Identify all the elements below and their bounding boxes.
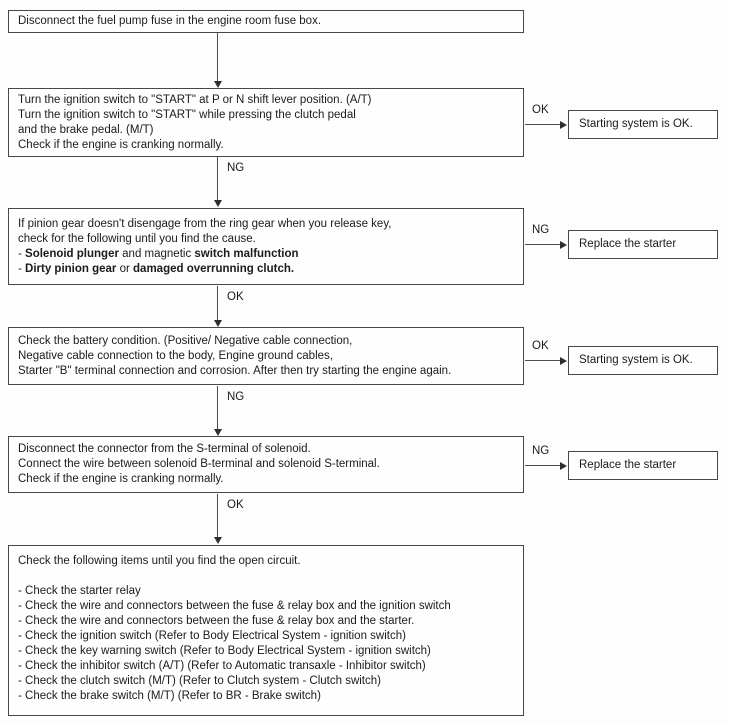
arrow-head-right-icon — [560, 356, 567, 365]
connector-arrow-down-2: NG — [213, 157, 244, 207]
arrow-head-down-icon — [213, 200, 222, 207]
text-line: - Check the key warning switch (Refer to… — [18, 645, 431, 657]
connector-arrow-right-4: NG — [525, 445, 567, 470]
arrow-head-down-icon — [213, 537, 222, 544]
connector-arrow-down-3: OK — [213, 286, 244, 327]
step-text: Check the battery condition. (Positive/ … — [18, 334, 514, 379]
text-line: - Check the wire and connectors between … — [18, 615, 415, 627]
arrow-head-down-icon — [213, 81, 222, 88]
step-box-battery-condition-check: Check the battery condition. (Positive/ … — [8, 327, 524, 385]
text-line: Disconnect the fuel pump fuse in the eng… — [18, 15, 322, 27]
connector-arrow-right-1: OK — [525, 104, 567, 129]
text-line: and the brake pedal. (M/T) — [18, 123, 154, 136]
text-line: Disconnect the connector from the S-term… — [18, 443, 311, 455]
arrow-line — [525, 244, 560, 245]
connector-label-ok: OK — [227, 291, 244, 303]
text-line: - Check the starter relay — [18, 585, 141, 597]
connector-label-ok: OK — [227, 499, 244, 511]
result-text: Starting system is OK. — [579, 354, 693, 366]
text-line: Connect the wire between solenoid B-term… — [18, 458, 380, 470]
text-line: - Check the wire and connectors between … — [18, 600, 451, 612]
text-line — [18, 569, 514, 584]
connector-label-ng: NG — [227, 162, 245, 174]
result-box-replace-starter-1: Replace the starter — [568, 230, 718, 259]
result-box-starting-ok-2: Starting system is OK. — [568, 346, 718, 375]
step-text: Disconnect the connector from the S-term… — [18, 442, 514, 487]
text-line: Turn the ignition switch to "START" at P… — [18, 93, 372, 106]
arrow-line — [525, 360, 560, 361]
connector-arrow-right-2: NG — [525, 224, 567, 249]
step-box-open-circuit-checklist: Check the following items until you find… — [8, 545, 524, 716]
text-line: If pinion gear doesn't disengage from th… — [18, 217, 392, 230]
text-line: - Check the ignition switch (Refer to Bo… — [18, 630, 406, 642]
connector-label-ng: NG — [227, 391, 245, 403]
arrow-line — [217, 286, 218, 320]
text-line: - Check the inhibitor switch (A/T) (Refe… — [18, 660, 426, 672]
text-line: check for the following until you find t… — [18, 232, 256, 245]
arrow-line — [217, 386, 218, 429]
connector-arrow-down-1 — [213, 33, 222, 88]
arrow-head-down-icon — [213, 320, 222, 327]
connector-arrow-down-5: OK — [213, 494, 244, 544]
step-text: Disconnect the fuel pump fuse in the eng… — [18, 14, 514, 29]
text-line: Negative cable connection to the body, E… — [18, 349, 333, 362]
step-box-solenoid-terminal-check: Disconnect the connector from the S-term… — [8, 436, 524, 493]
arrow-line — [217, 157, 218, 200]
text-line: Check if the engine is cranking normally… — [18, 473, 224, 485]
arrow-line — [525, 465, 560, 466]
result-text: Replace the starter — [579, 459, 677, 471]
connector-arrow-right-3: OK — [525, 340, 567, 365]
text-line: Starter "B" terminal connection and corr… — [18, 364, 452, 377]
arrow-head-right-icon — [560, 120, 567, 129]
step-box-pinion-gear-check: If pinion gear doesn't disengage from th… — [8, 208, 524, 285]
arrow-line — [217, 494, 218, 537]
text-line: Check if the engine is cranking normally… — [18, 138, 224, 151]
step-text: Turn the ignition switch to "START" at P… — [18, 93, 514, 153]
arrow-line — [525, 124, 560, 125]
step-text: If pinion gear doesn't disengage from th… — [18, 217, 514, 277]
arrow-head-right-icon — [560, 240, 567, 249]
result-text: Starting system is OK. — [579, 118, 693, 130]
text-line: Check the following items until you find… — [18, 555, 301, 567]
connector-label-ok: OK — [532, 340, 549, 352]
text-line: - Check the clutch switch (M/T) (Refer t… — [18, 675, 381, 687]
arrow-head-right-icon — [560, 461, 567, 470]
result-box-starting-ok-1: Starting system is OK. — [568, 110, 718, 139]
step-box-ignition-start-check: Turn the ignition switch to "START" at P… — [8, 88, 524, 157]
text-line: - Solenoid plunger and magnetic switch m… — [18, 247, 299, 260]
connector-label-ng: NG — [532, 445, 550, 457]
arrow-head-down-icon — [213, 429, 222, 436]
result-text: Replace the starter — [579, 238, 677, 250]
text-line: - Dirty pinion gear or damaged overrunni… — [18, 262, 295, 275]
step-box-disconnect-fuel-pump-fuse: Disconnect the fuel pump fuse in the eng… — [8, 10, 524, 33]
text-line: Check the battery condition. (Positive/ … — [18, 334, 353, 347]
result-box-replace-starter-2: Replace the starter — [568, 451, 718, 480]
text-line: - Check the brake switch (M/T) (Refer to… — [18, 690, 321, 702]
connector-label-ng: NG — [532, 224, 550, 236]
step-text: Check the following items until you find… — [18, 554, 514, 704]
text-line: Turn the ignition switch to "START" whil… — [18, 108, 356, 121]
arrow-line — [217, 33, 218, 81]
connector-label-ok: OK — [532, 104, 549, 116]
connector-arrow-down-4: NG — [213, 386, 244, 436]
